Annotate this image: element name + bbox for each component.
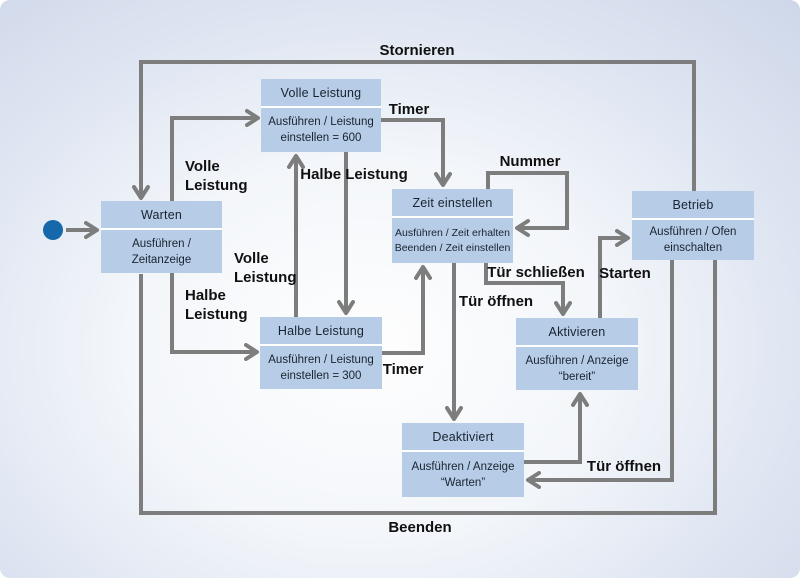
- state-betrieb-title: Betrieb: [632, 191, 754, 218]
- state-deaktiviert-title: Deaktiviert: [402, 423, 524, 450]
- state-aktivieren-actions: Ausführen / Anzeige “bereit”: [516, 347, 638, 390]
- transition-label-line: Tür öffnen: [586, 458, 662, 475]
- transition-line-nummer: [486, 171, 569, 237]
- transition-line-tuer-oeffnen-betrieb: [526, 260, 674, 489]
- state-action-line: Zeitanzeige: [131, 253, 192, 266]
- transition-label-line: Halbe Leistung: [300, 166, 408, 183]
- state-volle-leistung-title: Volle Leistung: [261, 79, 381, 106]
- transition-label-line: Tür schließen: [487, 264, 585, 281]
- transition-label-halbe-leistung-von-volle: Halbe Leistung: [300, 165, 408, 184]
- state-volle-leistung-actions: Ausführen / Leistung einstellen = 600: [261, 108, 381, 152]
- transition-label-line: Leistung: [185, 177, 248, 194]
- transition-line-stornieren: [132, 60, 696, 200]
- state-halbe-leistung-title: Halbe Leistung: [260, 317, 382, 344]
- transition-label-line: Tür öffnen: [458, 293, 534, 310]
- transition-line-timer-halbe: [382, 265, 432, 355]
- transition-line-tuer-schliessen: [484, 263, 572, 316]
- transition-label-line: Volle: [234, 250, 269, 267]
- transition-line-beenden: [139, 260, 717, 515]
- transition-label-line: Timer: [382, 361, 424, 378]
- transition-label-tuer-oeffnen-betrieb: Tür öffnen: [587, 457, 661, 476]
- state-warten-title: Warten: [101, 201, 222, 228]
- transition-label-line: Stornieren: [379, 42, 455, 59]
- state-action-line: einstellen = 300: [280, 369, 362, 382]
- state-warten-actions: Ausführen / Zeitanzeige: [101, 230, 222, 273]
- transition-label-line: Beenden: [388, 519, 452, 536]
- transition-label-nummer: Nummer: [500, 152, 561, 171]
- transition-line-timer-volle: [381, 118, 452, 187]
- transition-label-line: Starten: [599, 265, 651, 282]
- initial-state-dot: [43, 220, 63, 240]
- state-action-line: Ausführen / Leistung: [268, 116, 374, 128]
- transition-label-starten: Starten: [599, 264, 651, 283]
- transition-label-timer-volle: Timer: [389, 100, 430, 119]
- state-action-line: einstellen = 600: [280, 132, 362, 144]
- transition-label-line: Halbe: [185, 287, 226, 304]
- transition-label-line: Volle: [185, 158, 220, 175]
- state-zeit-einstellen-title: Zeit einstellen: [392, 189, 513, 216]
- state-action-line: Ausführen / Ofen: [649, 226, 737, 238]
- transition-label-line: Leistung: [185, 306, 248, 323]
- transition-line-halbe-leistung-von-warten: [170, 273, 259, 361]
- transition-label-stornieren: Stornieren: [379, 41, 454, 60]
- transition-label-line: Timer: [388, 101, 430, 118]
- transition-label-beenden: Beenden: [388, 518, 451, 537]
- state-betrieb-actions: Ausführen / Ofen einschalten: [632, 220, 754, 260]
- transition-line-volle-leistung-von-warten: [170, 109, 260, 201]
- transition-label-tuer-oeffnen-zeit: Tür öffnen: [459, 292, 533, 311]
- state-halbe-leistung-actions: Ausführen / Leistung einstellen = 300: [260, 346, 382, 389]
- state-action-line: Ausführen / Anzeige: [525, 354, 629, 367]
- state-action-line: Ausführen / Leistung: [268, 353, 374, 366]
- state-action-line: “Warten”: [440, 476, 486, 489]
- transition-label-line: Leistung: [234, 269, 297, 286]
- state-action-line: “bereit”: [558, 370, 596, 383]
- state-action-line: Ausführen / Anzeige: [411, 460, 515, 473]
- state-aktivieren-title: Aktivieren: [516, 318, 638, 345]
- transition-line-deaktiviert-aktivieren: [524, 392, 589, 464]
- transition-line-starten: [598, 229, 630, 318]
- state-action-line: Ausführen / Zeit erhalten: [395, 226, 510, 239]
- state-deaktiviert-actions: Ausführen / Anzeige “Warten”: [402, 452, 524, 497]
- transition-label-timer-halbe: Timer: [383, 360, 424, 379]
- state-action-line: einschalten: [663, 242, 723, 254]
- state-action-line: Ausführen /: [132, 237, 191, 250]
- transition-label-line: Nummer: [499, 153, 561, 170]
- state-action-line: Beenden / Zeit einstellen: [394, 241, 511, 254]
- transition-label-tuer-schliessen: Tür schließen: [487, 263, 585, 282]
